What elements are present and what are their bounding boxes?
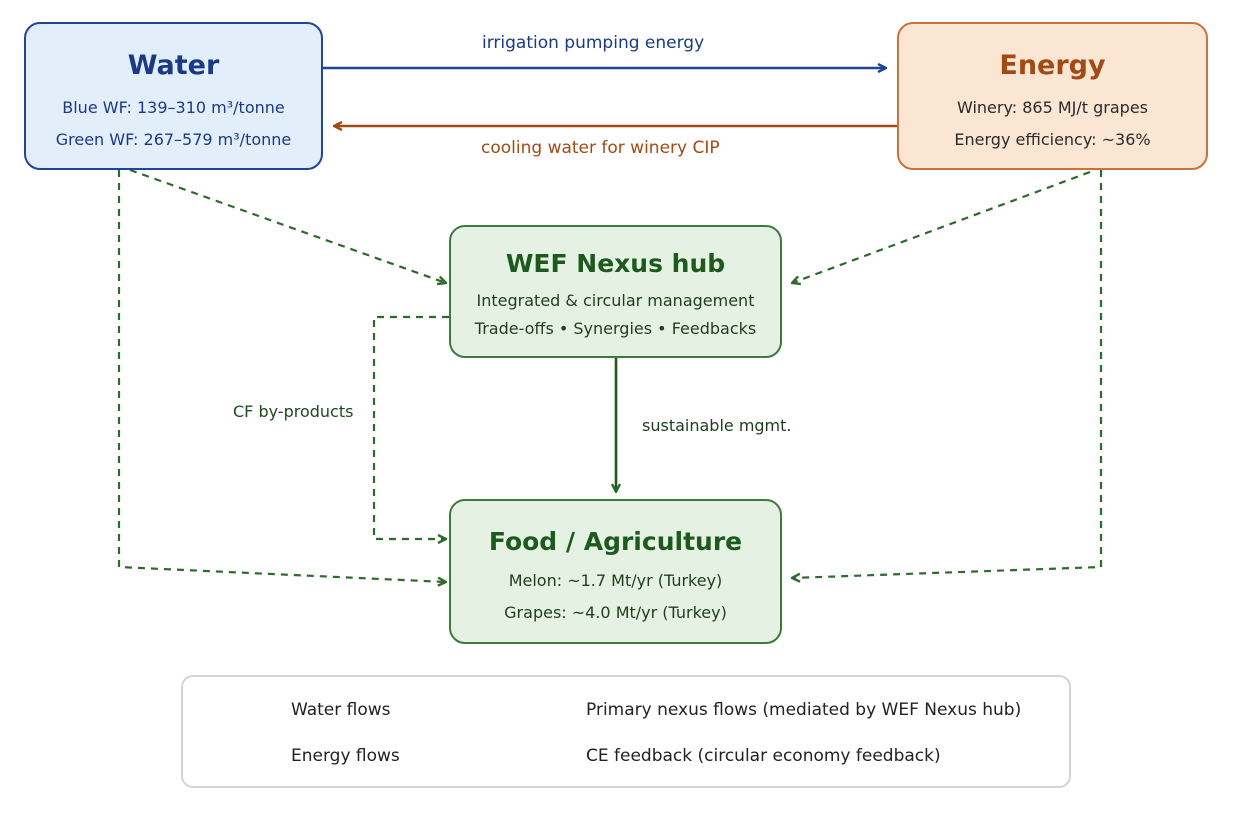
hub-node-line-2: Trade-offs • Synergies • Feedbacks [474, 319, 757, 338]
edge-label-cooling: cooling water for winery CIP [481, 138, 720, 158]
energy-node-winery: Winery: 865 MJ/t grapes [956, 98, 1149, 117]
edge-energy-to-hub [792, 170, 1091, 283]
food-node-grapes: Grapes: ~4.0 Mt/yr (Turkey) [504, 603, 727, 622]
energy-node-efficiency: Energy efficiency: ~36% [954, 130, 1151, 149]
edge-energy-to-food [792, 170, 1103, 578]
food-node-melon: Melon: ~1.7 Mt/yr (Turkey) [508, 571, 723, 590]
food-node-title: Food / Agriculture [488, 527, 743, 556]
edge-water-to-food [117, 170, 446, 582]
edge-label-irrigation: irrigation pumping energy [482, 33, 705, 53]
hub-node-line-1: Integrated & circular management [476, 291, 755, 310]
legend: Water flows Energy flows Primary nexus f… [181, 675, 1071, 788]
legend-item-water: Water flows [291, 700, 391, 720]
edge-label-cf-by-products: CF by-products [233, 402, 354, 421]
energy-node-title: Energy [999, 50, 1106, 81]
water-node: Water Blue WF: 139–310 m³/tonne Green WF… [24, 22, 323, 170]
legend-item-feedback: CE feedback (circular economy feedback) [586, 746, 941, 766]
legend-item-energy: Energy flows [291, 746, 400, 766]
water-node-green-wf: Green WF: 267–579 m³/tonne [55, 130, 292, 149]
legend-item-primary: Primary nexus flows (mediated by WEF Nex… [586, 700, 1022, 720]
energy-node: Energy Winery: 865 MJ/t grapes Energy ef… [897, 22, 1208, 170]
wef-nexus-hub-node: WEF Nexus hub Integrated & circular mana… [449, 225, 782, 358]
water-node-blue-wf: Blue WF: 139–310 m³/tonne [62, 98, 285, 117]
water-node-title: Water [127, 50, 220, 81]
edge-label-sustainable-mgmt: sustainable mgmt. [642, 416, 792, 435]
food-agriculture-node: Food / Agriculture Melon: ~1.7 Mt/yr (Tu… [449, 499, 782, 644]
edge-water-to-hub [129, 168, 446, 283]
edge-hub-to-food-cf [372, 315, 449, 539]
hub-node-title: WEF Nexus hub [505, 249, 726, 278]
